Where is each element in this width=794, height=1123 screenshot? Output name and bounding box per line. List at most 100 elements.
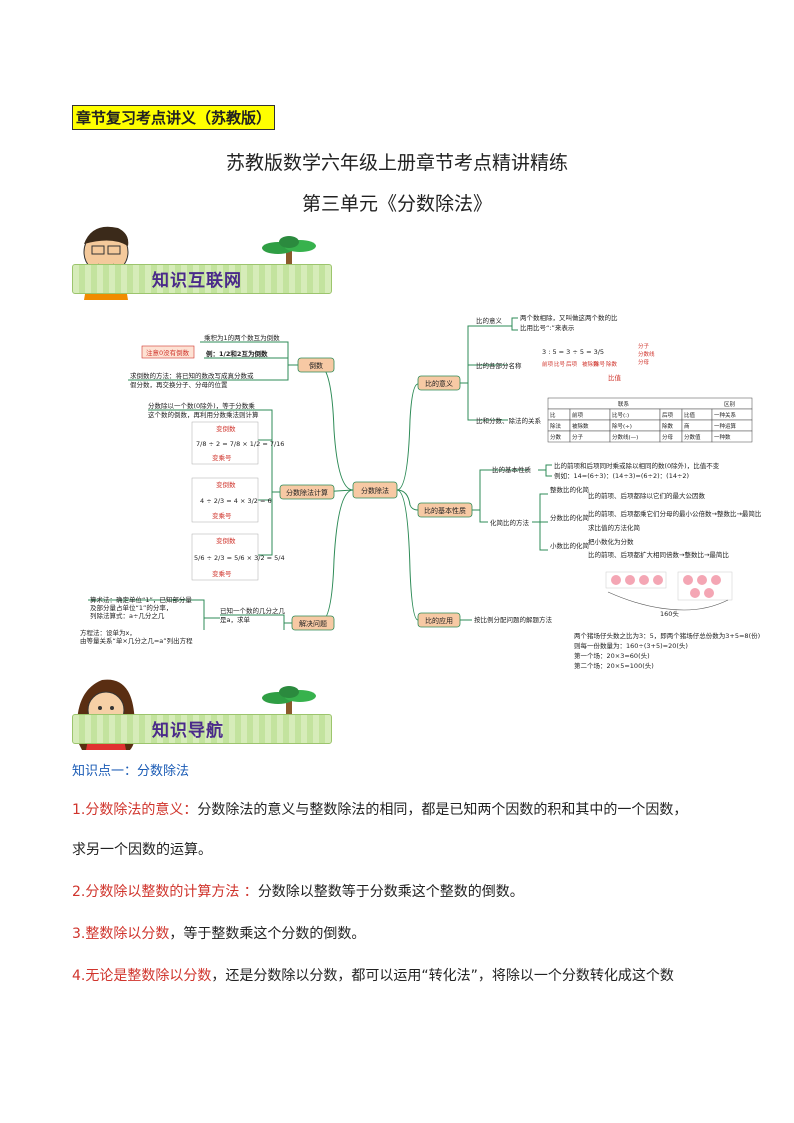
paragraph-1-body: 分数除法的意义与整数除法的相同，都是已知两个因数的积和其中的一个因数， xyxy=(197,802,688,818)
reciprocal-example: 例：1/2和2互为倒数 xyxy=(206,349,268,358)
table-cell xyxy=(711,430,753,443)
fraction-part-name: 分子 xyxy=(638,342,650,350)
table-cell-text: 比号(:) xyxy=(612,411,629,419)
frac-ratio-text-1: 比的前项、后项都乘它们分母的最小公倍数→整数比→最简比 xyxy=(588,509,762,518)
solve-r4: 方程法：设单为x， xyxy=(80,628,136,637)
app-line-1: 两个猪场仔头数之比为3：5，即两个猪场仔总份数为3+5=8(份) xyxy=(574,631,760,640)
page-title: 苏教版数学六年级上册章节考点精讲精练 xyxy=(225,152,568,174)
table-cell-text: 分数线(—) xyxy=(612,433,638,441)
ratio-def-1: 两个数相除，又叫做这两个数的比 xyxy=(520,313,618,322)
int-ratio-text: 比的前项、后项都除以它们的最大公因数 xyxy=(588,491,706,500)
svg-text:变倒数: 变倒数 xyxy=(216,480,236,489)
table-cell-text: 除号(÷) xyxy=(612,422,632,430)
banner-band xyxy=(72,714,332,744)
svg-text:7/8 ÷ 2 = 7/8 × 1/2 = 7/16: 7/8 ÷ 2 = 7/8 × 1/2 = 7/16 xyxy=(196,440,284,448)
page-subtitle: 第三单元《分数除法》 xyxy=(301,193,492,215)
pig-illustration xyxy=(605,571,733,611)
table-header-cell: 联系 xyxy=(618,400,630,408)
table-cell-text: 分母 xyxy=(662,433,674,441)
simplify-label: 化简比的方法 xyxy=(490,518,530,527)
paragraph-1: 1.分数除法的意义：分数除法的意义与整数除法的相同，都是已知两个因数的积和其中的… xyxy=(72,800,752,820)
int-ratio-label: 整数比的化简 xyxy=(550,485,590,494)
ratio-def-2: 比用比号“:”来表示 xyxy=(520,323,575,332)
table-cell-text: 除法 xyxy=(550,422,562,430)
ratio-def-label: 比的意义 xyxy=(476,316,503,325)
ratio-relation-label: 比和分数、除法的关系 xyxy=(476,416,542,425)
solve-a: 已知一个数的几分之几 xyxy=(220,606,286,615)
svg-text:4 ÷ 2/3 = 4 × 3/2 = 6: 4 ÷ 2/3 = 4 × 3/2 = 6 xyxy=(200,497,272,505)
calc-rule-2: 这个数的倒数，再利用分数乘法则计算 xyxy=(148,410,259,419)
relation-table: 联系区别比前项比号(:)后项比值一种关系除法被除数除号(÷)除数商一种运算分数分… xyxy=(547,397,753,443)
svg-text:变倒数: 变倒数 xyxy=(216,424,236,433)
svg-text:变乘号: 变乘号 xyxy=(212,569,232,578)
dec-ratio-text-1: 把小数化为分数 xyxy=(588,537,634,546)
node-calc-label: 分数除法计算 xyxy=(286,488,328,497)
paragraph-1-body-2: 求另一个因数的运算。 xyxy=(72,842,212,858)
reciprocal-method-2: 假分数，再交换分子、分母的位置 xyxy=(130,380,228,389)
svg-text:变乘号: 变乘号 xyxy=(212,453,232,462)
app-line-2: 则每一份数量为：160÷(3+5)=20(头) xyxy=(574,641,688,650)
prop-def-2: 例如：14=(6÷3)：(14÷3)=(6÷2)：(14÷2) xyxy=(554,471,689,480)
paragraph-1-head: 1.分数除法的意义： xyxy=(72,802,198,818)
svg-text:变乘号: 变乘号 xyxy=(212,511,232,520)
svg-text:5/6 ÷ 2/3 = 5/6 × 3/2 = 5/4: 5/6 ÷ 2/3 = 5/6 × 3/2 = 5/4 xyxy=(194,554,285,562)
frac-ratio-text-2: 求比值的方法化简 xyxy=(588,523,641,532)
chapter-tag: 章节复习考点讲义（苏教版） xyxy=(72,105,276,130)
calc-example-1: 变倒数 7/8 ÷ 2 = 7/8 × 1/2 = 7/16 变乘号 xyxy=(191,421,284,465)
fraction-part-name: 分母 xyxy=(638,358,650,366)
table-cell-text: 分子 xyxy=(572,433,584,441)
app-line-3: 第一个场：20×3=60(头) xyxy=(574,651,650,660)
ratio-part-name: 除号 xyxy=(594,360,606,368)
prop-def-1: 比的前项和后项同时乘或除以相同的数(0除外)，比值不变 xyxy=(554,461,720,470)
svg-text:变倒数: 变倒数 xyxy=(216,536,236,545)
knowledge-point-heading: 知识点一：分数除法 xyxy=(72,764,190,779)
app-method: 按比例分配问题的解题方法 xyxy=(474,615,553,624)
reciprocal-def: 乘积为1的两个数互为倒数 xyxy=(204,333,280,342)
table-header xyxy=(547,397,753,410)
table-cell-text: 比值 xyxy=(684,411,696,419)
node-center-label: 分数除法 xyxy=(361,486,389,495)
dec-ratio-label: 小数比的化简 xyxy=(550,541,590,550)
banner-band xyxy=(72,264,332,294)
table-cell-text: 前项 xyxy=(572,411,584,419)
ratio-parts-row: 3 : 5 = 3 ÷ 5 = 3/5 xyxy=(542,348,604,356)
paragraph-4-body: ，还是分数除以分数，都可以运用“转化法”，将除以一个分数转化成这个数 xyxy=(211,968,674,984)
table-header-cell: 区别 xyxy=(724,400,735,408)
fraction-value-label: 比值 xyxy=(608,373,622,382)
app-line-4: 第二个场：20×5=100(头) xyxy=(574,661,654,670)
table-cell-text: 分数值 xyxy=(684,433,701,441)
ratio-part-name: 除数 xyxy=(606,360,618,368)
table-cell-text: 被除数 xyxy=(572,422,589,430)
pigs-total: 160头 xyxy=(660,609,679,618)
ratio-part-name: 被除数 xyxy=(582,360,599,368)
paragraph-3: 3.整数除以分数，等于整数乘这个分数的倒数。 xyxy=(72,924,752,944)
paragraph-2-head: 2.分数除以整数的计算方法 ： xyxy=(72,884,258,900)
node-ratio-prop-label: 比的基本性质 xyxy=(424,506,466,515)
table-cell-text: 除数 xyxy=(662,422,674,430)
mind-map: .ln{stroke:#2e8b57;fill:none;stroke-widt… xyxy=(80,313,762,670)
fraction-part-name: 分数线 xyxy=(638,350,655,358)
node-reciprocal-label: 倒数 xyxy=(309,361,323,370)
paragraph-1-cont: 求另一个因数的运算。 xyxy=(72,840,752,860)
paragraph-3-body: ，等于整数乘这个分数的倒数。 xyxy=(169,926,366,942)
table-cell-text: 一种运算 xyxy=(714,422,737,430)
reciprocal-note: 注意0没有倒数 xyxy=(146,348,190,357)
solve-r3: 列除法算式：a÷几分之几 xyxy=(90,611,165,620)
calc-rule-1: 分数除以一个数(0除外)，等于分数乘 xyxy=(148,401,255,410)
ratio-part-name: 前项 xyxy=(542,360,554,368)
dec-ratio-text-2: 比的前项、后项都扩大相同倍数→整数比→最简比 xyxy=(588,550,729,559)
table-cell-text: 一种关系 xyxy=(714,411,737,419)
frac-ratio-label: 分数比的化简 xyxy=(550,513,590,522)
paragraph-3-head: 3.整数除以分数 xyxy=(72,926,170,942)
banner-knowledge-net: 知识互联网 xyxy=(72,222,332,300)
calc-example-3: 变倒数 5/6 ÷ 2/3 = 5/6 × 3/2 = 5/4 变乘号 xyxy=(191,533,285,581)
paragraph-4-head: 4.无论是整数除以分数 xyxy=(72,968,212,984)
paragraph-4: 4.无论是整数除以分数，还是分数除以分数，都可以运用“转化法”，将除以一个分数转… xyxy=(72,966,752,986)
ratio-part-name: 比号 xyxy=(554,360,566,368)
solve-r1: 算术法：确定单位“1”，已知部分量 xyxy=(90,595,192,604)
calc-example-2: 变倒数 4 ÷ 2/3 = 4 × 3/2 = 6 变乘号 xyxy=(191,477,272,523)
banner-knowledge-nav: 知识导航 xyxy=(72,672,332,750)
prop-basic-label: 比的基本性质 xyxy=(492,465,532,474)
ratio-part-name: 后项 xyxy=(566,360,578,368)
